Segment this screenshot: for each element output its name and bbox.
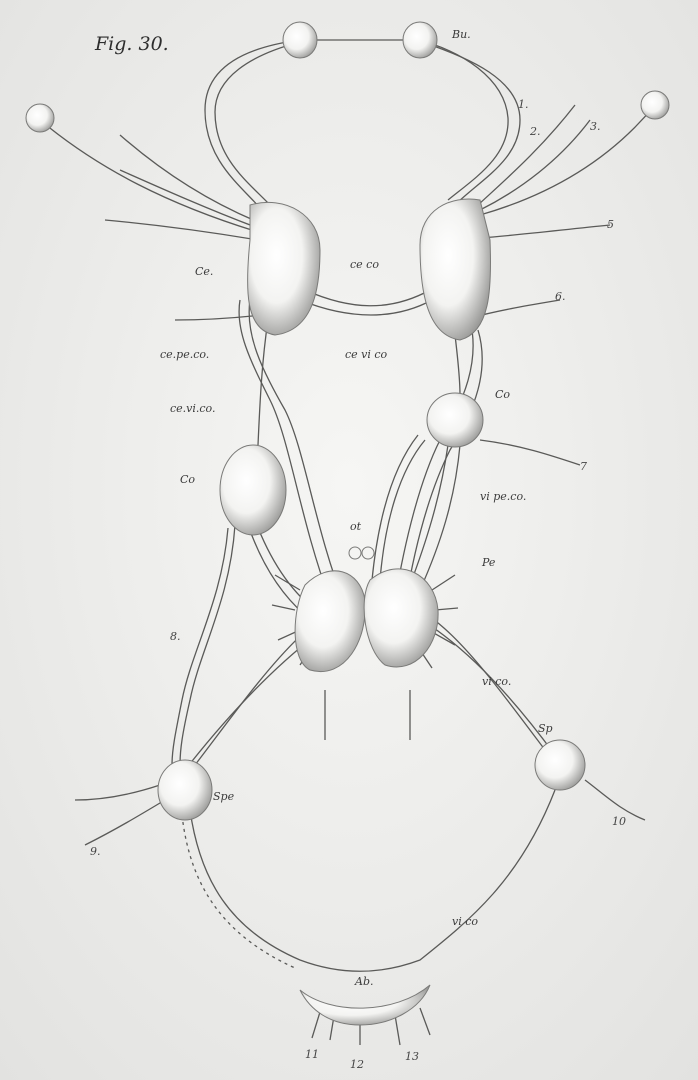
label-pedal: Pe [481, 556, 496, 569]
nerve-number-8: 8. [170, 630, 181, 643]
nerve-number-2: 2. [529, 125, 541, 138]
label-visceropedal-connective: vi pe.co. [480, 490, 526, 503]
right-otocyst [362, 547, 374, 559]
nerve-number-9: 9. [90, 845, 101, 858]
label-supraintestinal: Sp [538, 722, 553, 735]
label-pleural-right: Co [495, 388, 510, 401]
label-visceral-commissure: vi co. [482, 675, 511, 688]
nerve-number-5: 5 [607, 218, 614, 231]
left-subintestinal-ganglion [158, 760, 212, 820]
nerve-number-1: 1. [518, 98, 529, 111]
label-cerebro-visceral-left: ce.vi.co. [170, 402, 215, 415]
label-cerebro-pedal-connective: ce.pe.co. [160, 348, 209, 361]
label-cerebro-visceral-right: ce vi co [345, 348, 388, 361]
nerve-number-3: 3. [590, 120, 601, 133]
nerve-number-6: 6. [555, 290, 566, 303]
right-supraintestinal-ganglion [535, 740, 585, 790]
nerve-number-7: 7 [580, 460, 587, 473]
left-eye-ganglion [26, 104, 54, 132]
nerve-number-10: 10 [612, 815, 626, 828]
label-visceral-loop: vi co [452, 915, 478, 928]
nerve-number-11: 11 [305, 1048, 319, 1061]
label-cerebral-commissure: ce co [350, 258, 379, 271]
left-pleural-ganglion [220, 445, 286, 535]
label-otocyst: ot [350, 520, 362, 533]
right-buccal-ganglion [403, 22, 437, 58]
label-abdominal: Ab. [354, 975, 373, 988]
label-buccal: Bu. [451, 28, 471, 41]
left-buccal-ganglion [283, 22, 317, 58]
figure-title: Fig. 30. [94, 33, 169, 55]
nerve-number-12: 12 [350, 1058, 364, 1071]
nerve-number-13: 13 [405, 1050, 419, 1063]
label-pleural-left: Co [180, 473, 195, 486]
right-pleural-ganglion [427, 393, 483, 447]
left-otocyst [349, 547, 361, 559]
label-subintestinal: Spe [213, 790, 235, 803]
right-eye-ganglion [641, 91, 669, 119]
label-cerebral: Ce. [195, 265, 213, 278]
